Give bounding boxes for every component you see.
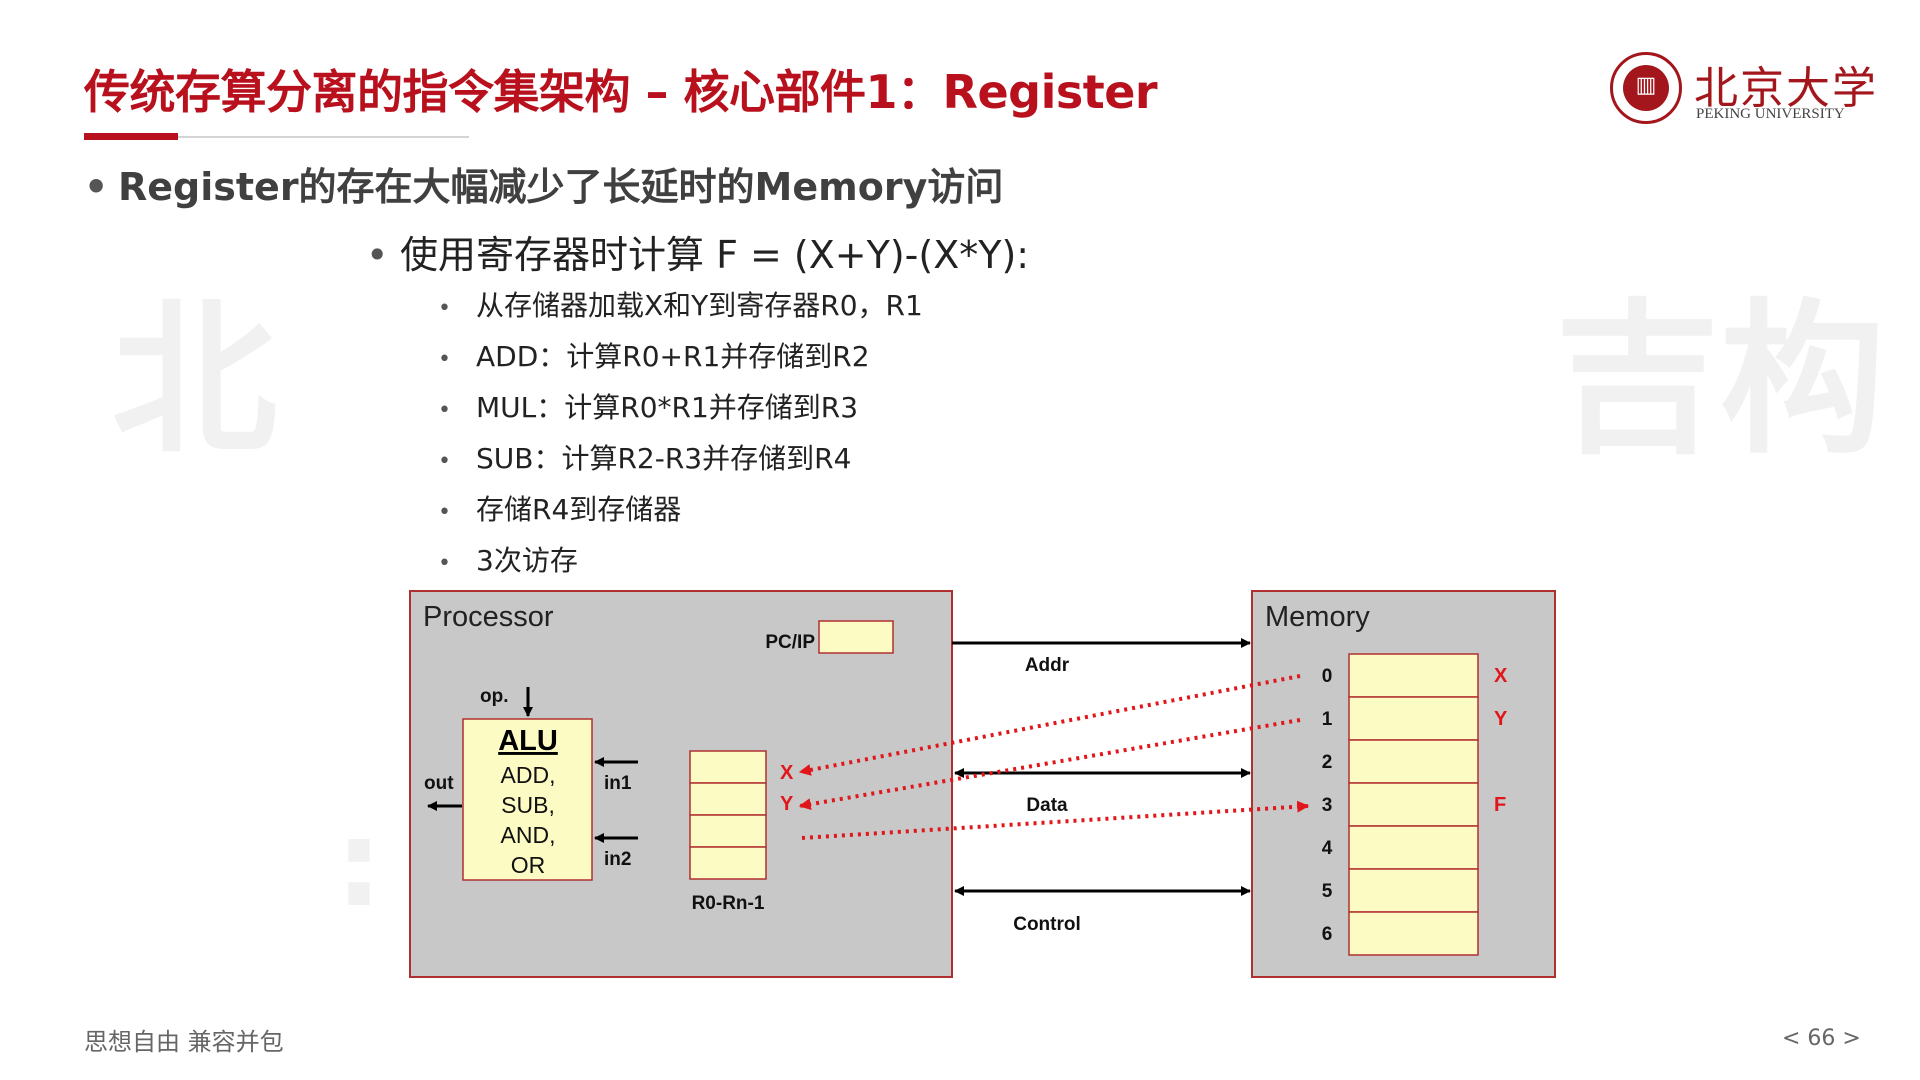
processor-label: Processor: [423, 601, 554, 633]
title-underline: [84, 136, 469, 138]
watermark-right: 吉构: [1555, 284, 1885, 476]
memory-cell: [1348, 696, 1479, 741]
university-logo: ▥ 北京大学 PEKING UNIVERSITY: [1610, 52, 1876, 124]
in2-label: in2: [604, 849, 631, 870]
out-label: out: [424, 773, 454, 794]
list-item: • MUL：计算R0*R1并存储到R3: [438, 388, 923, 439]
alu-op: OR: [511, 852, 546, 878]
memory-var-x: X: [1494, 665, 1508, 687]
register-cell: [689, 814, 767, 848]
bullet-dot-icon: •: [84, 165, 109, 209]
bullet-dot-icon: •: [438, 500, 451, 525]
bullet-dot-icon: •: [438, 449, 451, 474]
alu-title: ALU: [498, 725, 558, 757]
memory-var-f: F: [1494, 794, 1506, 816]
memory-cell: [1348, 653, 1479, 698]
title-accent-bar: [84, 133, 178, 140]
sub-bullet: •使用寄存器时计算 F = (X+Y)-(X*Y):: [366, 224, 1029, 279]
bullet-dot-icon: •: [438, 398, 451, 423]
memory-var-y: Y: [1494, 708, 1508, 730]
step-text: SUB：计算R2-R3并存储到R4: [476, 442, 852, 475]
register-y-label: Y: [780, 793, 794, 815]
step-text: 从存储器加载X和Y到寄存器R0，R1: [476, 289, 923, 322]
step-text: MUL：计算R0*R1并存储到R3: [476, 391, 859, 424]
logo-chinese-name: 北京大学: [1694, 63, 1878, 114]
register-file-label: R0-Rn-1: [692, 893, 765, 914]
list-item: • ADD：计算R0+R1并存储到R2: [438, 337, 923, 388]
logo-english-name: PEKING UNIVERSITY: [1696, 106, 1845, 122]
alu-op: SUB,: [501, 792, 555, 818]
in1-label: in1: [604, 773, 632, 794]
bullet-dot-icon: •: [438, 296, 451, 321]
register-cell: [689, 782, 767, 816]
memory-cell: [1348, 825, 1479, 870]
step-text: 存储R4到存储器: [476, 493, 682, 526]
step-text: ADD：计算R0+R1并存储到R2: [476, 340, 870, 373]
memory-cell: [1348, 868, 1479, 913]
list-item: • 3次访存: [438, 541, 923, 592]
memory-address: 3: [1322, 795, 1333, 816]
memory-address: 2: [1322, 752, 1333, 773]
step-list: • 从存储器加载X和Y到寄存器R0，R1 • ADD：计算R0+R1并存储到R2 •…: [438, 286, 923, 592]
alu-op: AND,: [501, 822, 556, 848]
memory-address: 6: [1322, 924, 1333, 945]
memory-address: 1: [1322, 709, 1333, 730]
sub-bullet-text: 使用寄存器时计算 F = (X+Y)-(X*Y):: [400, 233, 1030, 277]
memory-cell: [1348, 739, 1479, 784]
memory-address: 0: [1322, 666, 1333, 687]
register-x-label: X: [780, 762, 794, 784]
data-bus-label: Data: [1026, 795, 1068, 816]
memory-label: Memory: [1265, 601, 1370, 633]
load-x-flow-arrow: [798, 674, 1301, 776]
register-cell: [689, 846, 767, 880]
bullet-dot-icon: •: [438, 347, 451, 372]
op-label: op.: [480, 686, 509, 707]
memory-cell: [1348, 782, 1479, 827]
page-number: < 66 >: [1782, 1026, 1861, 1051]
bullet-dot-icon: •: [438, 551, 451, 576]
watermark-colon: :: [335, 795, 383, 934]
bullet-dot-icon: •: [366, 233, 389, 277]
main-bullet-text: Register的存在大幅减少了长延时的Memory访问: [118, 165, 1004, 209]
slide-title: 传统存算分离的指令集架构 – 核心部件1：Register: [84, 65, 1158, 119]
memory-cell: [1348, 911, 1479, 956]
memory-address: 4: [1322, 838, 1333, 859]
addr-bus-label: Addr: [1025, 655, 1070, 676]
main-bullet: •Register的存在大幅减少了长延时的Memory访问: [84, 156, 1003, 211]
list-item: • 从存储器加载X和Y到寄存器R0，R1: [438, 286, 923, 337]
list-item: • 存储R4到存储器: [438, 490, 923, 541]
alu-op: ADD,: [501, 762, 556, 788]
seal-icon: ▥: [1610, 52, 1682, 124]
list-item: • SUB：计算R2-R3并存储到R4: [438, 439, 923, 490]
memory-address: 5: [1322, 881, 1333, 902]
step-text: 3次访存: [476, 544, 578, 577]
register-cell: [689, 750, 767, 784]
alu-box: [462, 718, 593, 881]
footer-slogan: 思想自由 兼容并包: [84, 1028, 284, 1056]
watermark-left: 北: [112, 284, 277, 476]
pc-label: PC/IP: [765, 632, 815, 653]
pc-register: [818, 620, 894, 654]
control-bus-label: Control: [1013, 914, 1081, 935]
